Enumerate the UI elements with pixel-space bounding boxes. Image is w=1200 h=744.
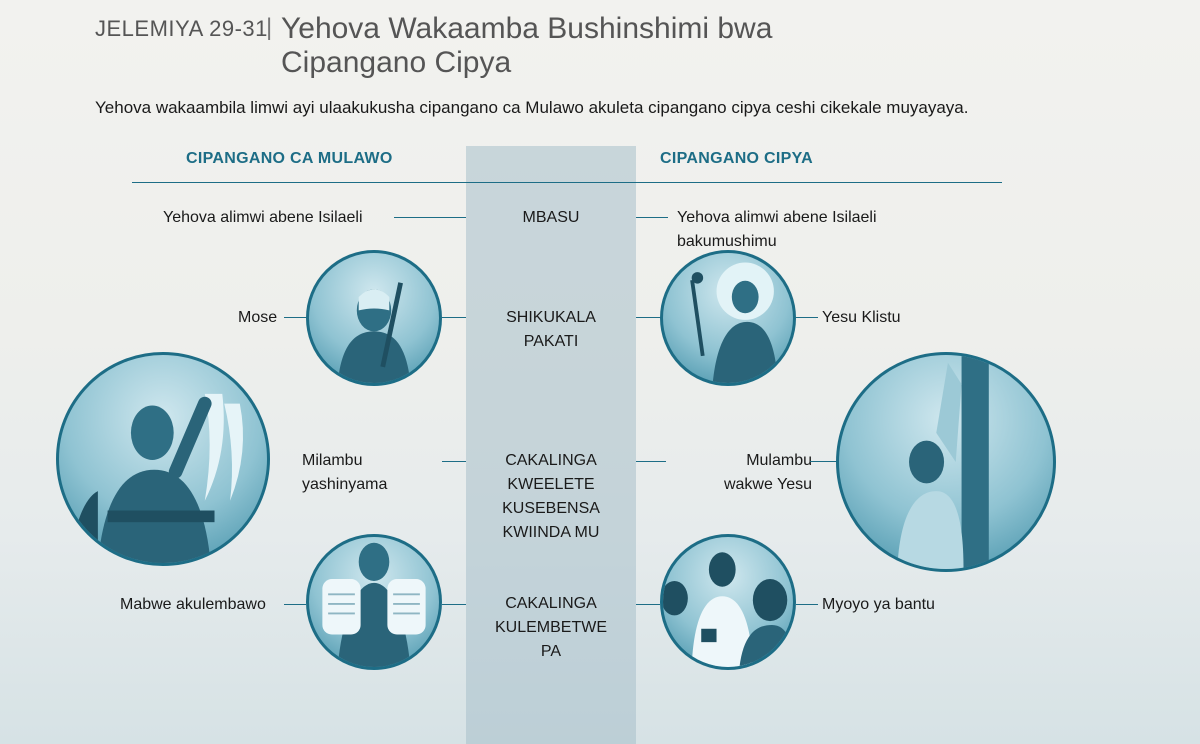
left-validity-text: Milambu yashinyama <box>302 452 388 493</box>
right-column-heading: CIPANGANO CIPYA <box>660 150 813 167</box>
connector <box>442 461 466 462</box>
connector <box>284 317 306 318</box>
right-mediator-text: Yesu Klistu <box>822 309 901 326</box>
left-written-on-text: Mabwe akulembawo <box>120 596 266 613</box>
connector <box>284 604 306 605</box>
jesus-figure-icon <box>690 262 778 383</box>
center-band <box>466 146 636 744</box>
row-label-parties: MBASU <box>522 209 580 226</box>
connector <box>636 217 668 218</box>
moses-figure-icon <box>337 282 411 383</box>
jesus-sacrifice-illustration <box>836 352 1056 572</box>
left-mediator-text: Mose <box>238 309 278 326</box>
title-separator: | <box>266 14 273 41</box>
row-label-mediator: SHIKUKALA PAKATI <box>506 309 596 350</box>
stone-tablets-illustration <box>306 534 442 670</box>
connector <box>442 604 466 605</box>
connector <box>636 461 666 462</box>
disciples-icon <box>663 552 793 667</box>
tablets-icon <box>322 542 426 667</box>
jesus-illustration <box>660 250 796 386</box>
connector <box>796 604 818 605</box>
left-column-heading: CIPANGANO CA MULAWO <box>186 150 393 167</box>
scripture-reference: JELEMIYA 29-31 <box>95 16 268 41</box>
left-parties-text: Yehova alimwi abene Isilaeli <box>163 209 363 226</box>
connector <box>810 461 838 462</box>
row-label-validity: CAKALINGA KWEELETE KUSEBENSA KWIINDA MU <box>502 452 600 541</box>
connector <box>394 217 466 218</box>
heading-rule <box>132 182 1002 183</box>
stake-figure-icon <box>897 355 989 569</box>
row-label-written-on: CAKALINGA KULEMBETWE PA <box>494 595 607 660</box>
connector <box>636 317 662 318</box>
right-validity-text: Mulambu wakwe Yesu <box>723 452 812 493</box>
hearts-of-people-illustration <box>660 534 796 670</box>
right-written-on-text: Myoyo ya bantu <box>822 596 935 613</box>
intro-text: Yehova wakaambila limwi ayi ulaakukusha … <box>95 98 969 117</box>
connector <box>636 604 660 605</box>
right-parties-text: Yehova alimwi abene Isilaeli bakumushimu <box>677 209 877 250</box>
connector <box>442 317 466 318</box>
animal-sacrifice-illustration <box>56 352 270 566</box>
connector <box>796 317 818 318</box>
page-title: Yehova Wakaamba Bushinshimi bwa Cipangan… <box>281 12 773 79</box>
priest-sacrifice-icon <box>68 393 244 563</box>
moses-illustration <box>306 250 442 386</box>
